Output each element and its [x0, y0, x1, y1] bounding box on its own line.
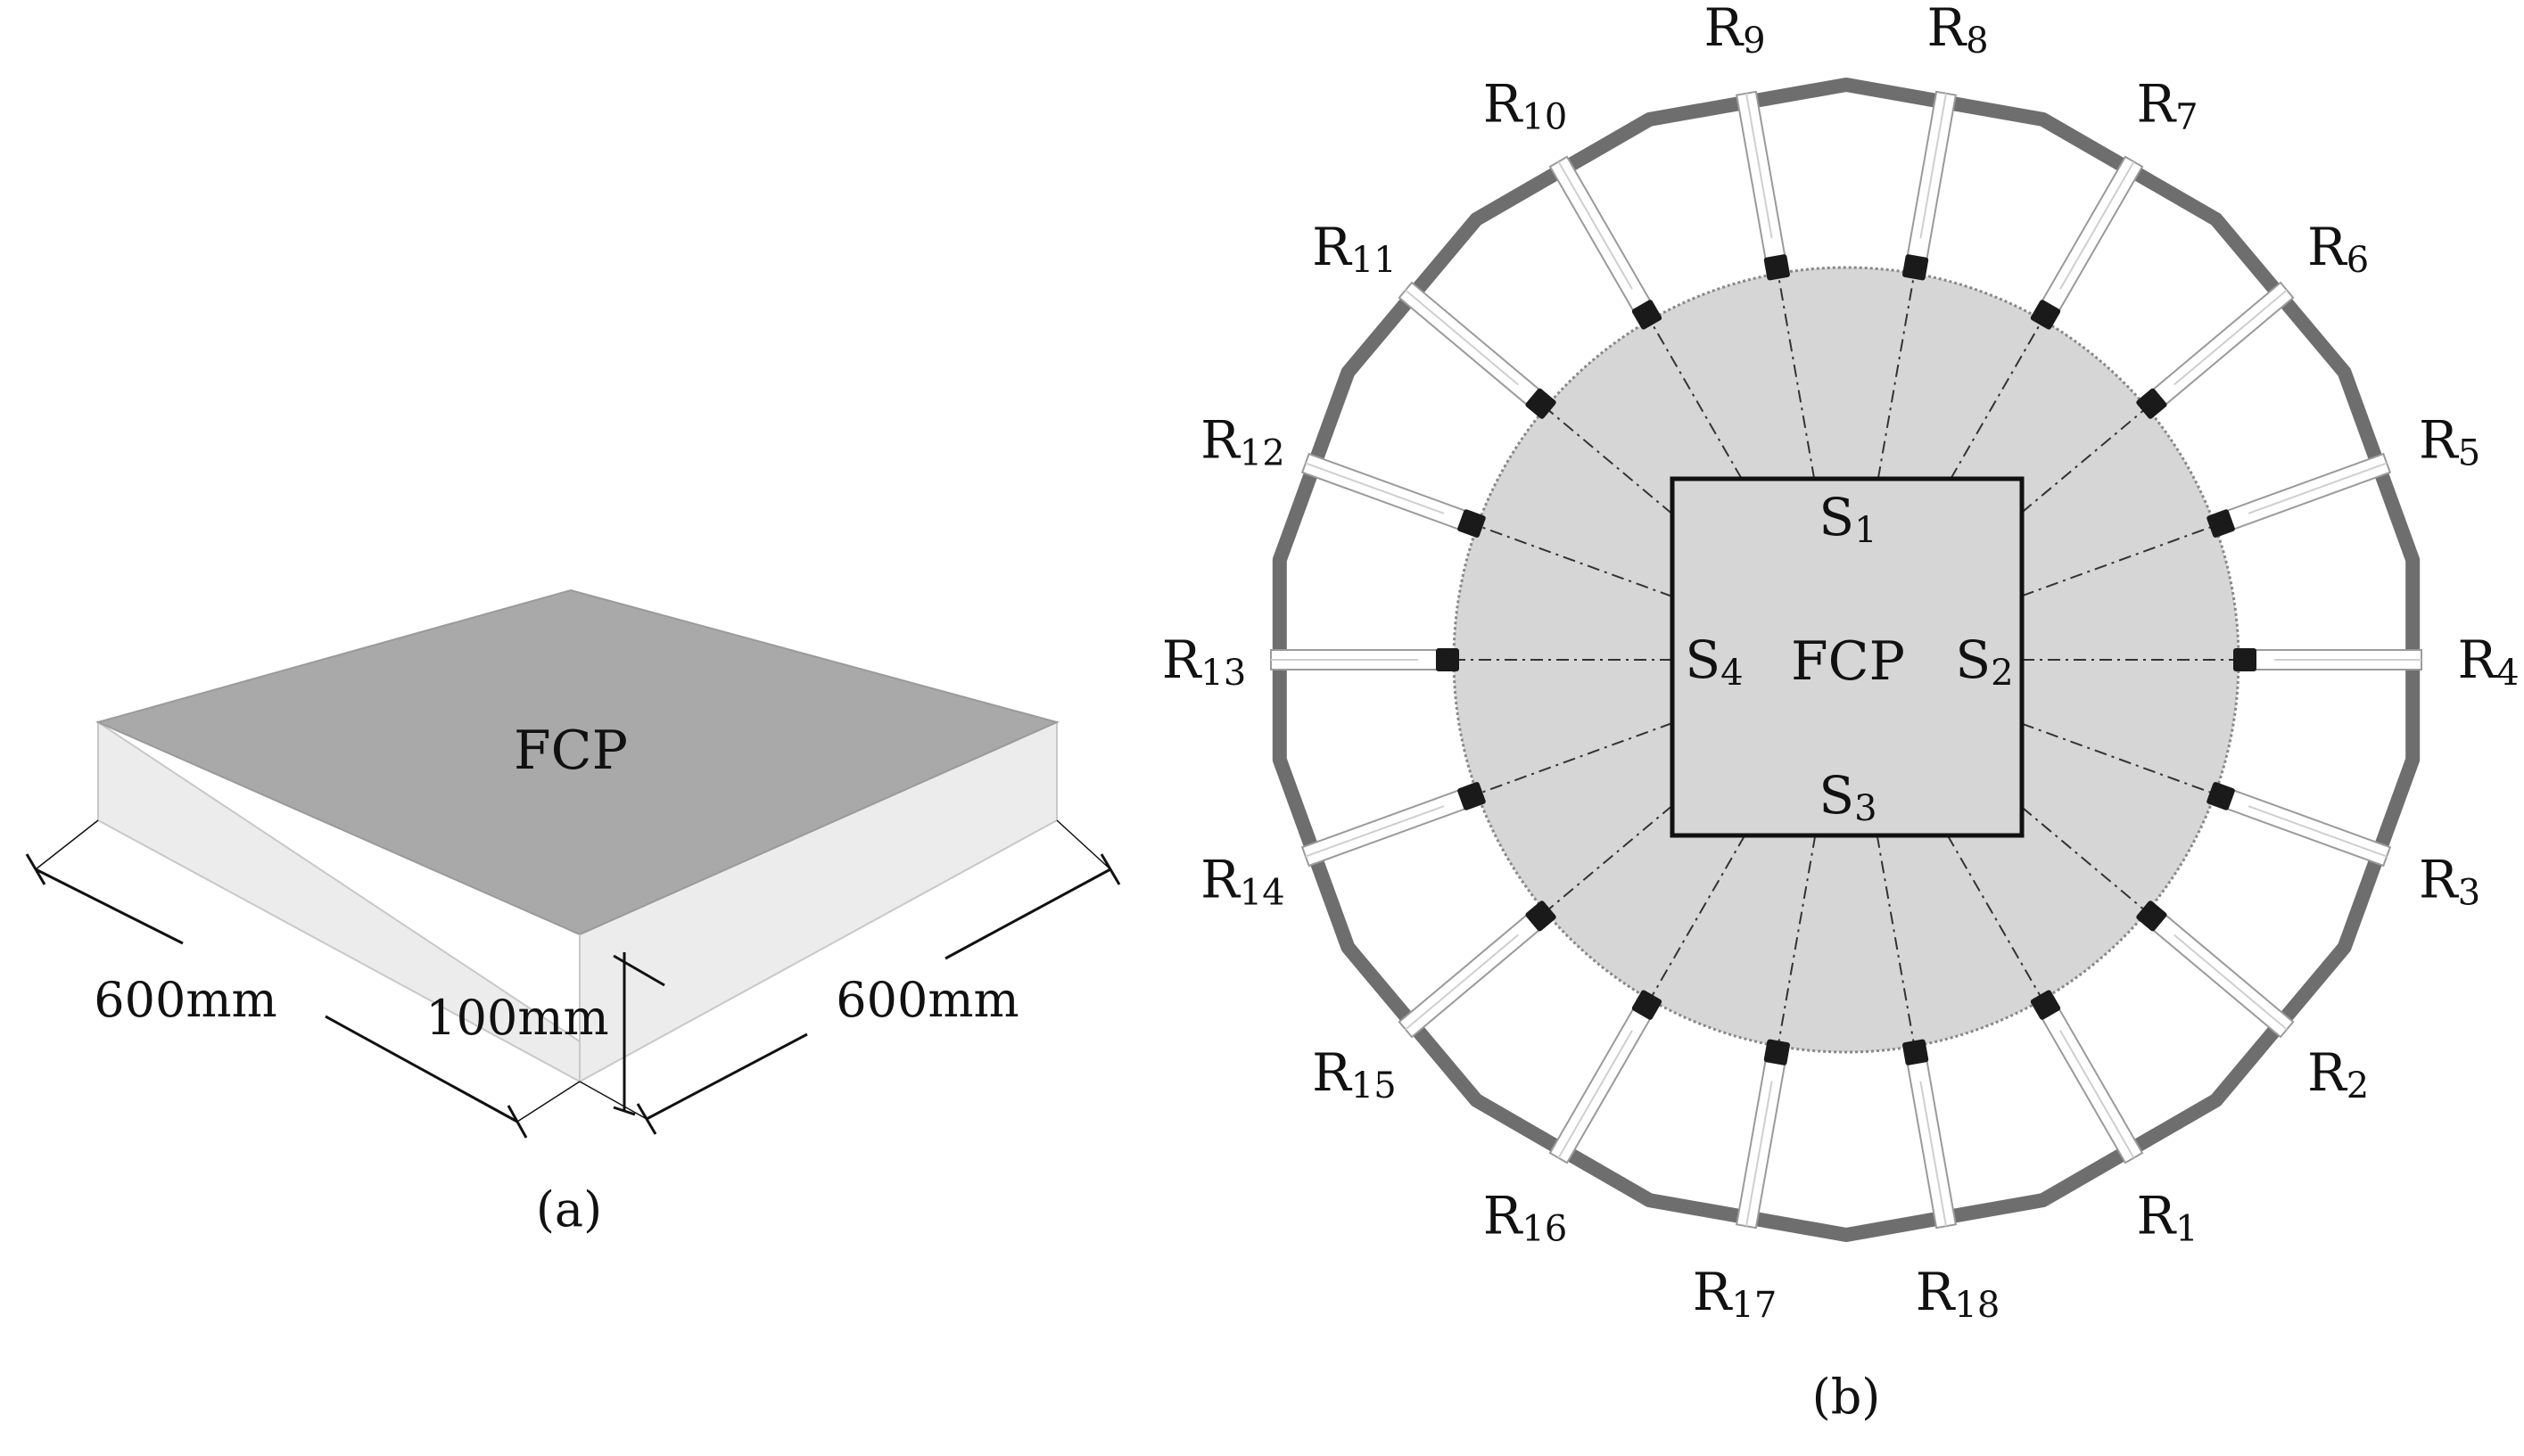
- sensor-icon: [2030, 990, 2061, 1020]
- caption-b: (b): [1812, 1369, 1881, 1425]
- receiver-label-7: R7: [2136, 74, 2198, 138]
- ray-path-2: [2021, 806, 2148, 913]
- receiver-label-2: R2: [2307, 1042, 2369, 1106]
- ray-path-15: [1545, 804, 1673, 913]
- receiver-arm-16: [1548, 990, 1662, 1164]
- sensor-icon: [2136, 901, 2167, 932]
- caption-a: (a): [536, 1181, 602, 1238]
- dimension-left: [25, 819, 581, 1139]
- ray-path-9: [1777, 273, 1816, 480]
- source-label-3: S3: [1819, 765, 1877, 829]
- receiver-label-16: R16: [1483, 1186, 1568, 1250]
- receiver-label-3: R3: [2419, 849, 2480, 913]
- receiver-arm-2: [2136, 901, 2295, 1039]
- ray-path-8: [1877, 273, 1916, 480]
- source-label-4: S4: [1685, 629, 1743, 694]
- source-label-1: S1: [1819, 487, 1877, 551]
- receiver-arm-14: [1300, 782, 1486, 868]
- receiver-arm-17: [1736, 1039, 1790, 1230]
- receiver-label-10: R10: [1483, 74, 1568, 138]
- sensor-icon: [2206, 509, 2235, 538]
- receiver-label-14: R14: [1200, 849, 1285, 913]
- receiver-label-18: R18: [1916, 1262, 2000, 1326]
- receiver-arms: [1270, 90, 2422, 1230]
- receiver-label-6: R6: [2307, 217, 2369, 281]
- source-label-2: S2: [1955, 629, 2013, 694]
- sensor-icon: [1763, 1039, 1790, 1065]
- receiver-arm-11: [1398, 281, 1556, 419]
- sensor-icon: [1902, 254, 1929, 281]
- panel-b: R1 R2 R3 R4 R5 R6 R7 R8 R9R10R11R12R13R14R15R16R…: [1162, 0, 2520, 1425]
- receiver-arm-13: [1270, 648, 1459, 671]
- outer-frame-ring: [1272, 78, 2421, 1242]
- ray-paths: [1454, 273, 2239, 1047]
- receiver-arm-9: [1736, 90, 1790, 281]
- sensor-icon: [1436, 648, 1459, 671]
- dimension-right: [579, 819, 1121, 1135]
- sensor-icon: [2233, 648, 2256, 671]
- receiver-arm-12: [1300, 452, 1486, 538]
- receiver-arm-18: [1902, 1039, 1957, 1230]
- sensor-icon: [2136, 388, 2167, 419]
- ray-path-5: [2021, 524, 2215, 597]
- receiver-label-13: R13: [1162, 629, 1247, 694]
- receiver-arm-7: [2030, 155, 2144, 330]
- ray-path-6: [2021, 407, 2148, 514]
- sensor-icon: [1525, 901, 1556, 932]
- sensor-icon: [1902, 1039, 1929, 1065]
- receiver-arm-4: [2233, 648, 2422, 671]
- receiver-arm-6: [2136, 281, 2295, 419]
- ray-path-3: [2021, 722, 2215, 795]
- center-label: FCP: [1791, 630, 1905, 693]
- sensor-icon: [1525, 388, 1556, 419]
- ray-path-18: [1876, 835, 1916, 1047]
- block-top-face: [95, 588, 1060, 936]
- dim-width-label: 600mm: [836, 972, 1019, 1028]
- sensor-icon: [1631, 990, 1662, 1020]
- receiver-arm-8: [1902, 90, 1957, 281]
- receiver-label-15: R15: [1312, 1042, 1397, 1106]
- receiver-arm-1: [2030, 990, 2144, 1164]
- fcp-square: [1670, 476, 2025, 838]
- receiver-arm-5: [2206, 452, 2392, 538]
- receiver-label-1: R1: [2136, 1186, 2198, 1250]
- receiver-label-9: R9: [1703, 0, 1765, 62]
- receiver-label-11: R11: [1312, 217, 1397, 281]
- receiver-arm-10: [1548, 155, 1662, 330]
- sensor-icon: [2206, 782, 2235, 810]
- ray-path-16: [1649, 835, 1746, 1000]
- sensor-icon: [1763, 254, 1790, 281]
- receiver-label-8: R8: [1926, 0, 1988, 62]
- sensor-icon: [1457, 782, 1486, 810]
- dim-height-label: 100mm: [425, 990, 608, 1046]
- sensor-icon: [1631, 300, 1662, 330]
- ray-path-12: [1477, 524, 1673, 597]
- block-label: FCP: [514, 720, 628, 782]
- sensor-icon: [2030, 300, 2061, 330]
- receiver-label-4: R4: [2457, 629, 2519, 694]
- ray-path-14: [1477, 722, 1673, 795]
- ray-path-7: [1950, 319, 2043, 480]
- ray-path-11: [1545, 407, 1673, 515]
- receiver-arm-15: [1398, 901, 1556, 1039]
- ray-path-10: [1649, 319, 1743, 480]
- receiver-label-5: R5: [2419, 410, 2480, 474]
- receiver-label-12: R12: [1200, 410, 1285, 474]
- ray-path-17: [1777, 835, 1817, 1047]
- dimension-height: [613, 952, 665, 1116]
- receiver-labels: R1 R2 R3 R4 R5 R6 R7 R8 R9R10R11R12R13R14R15R16R…: [1162, 0, 2520, 1326]
- ray-path-1: [1946, 835, 2043, 1000]
- receiver-label-17: R17: [1693, 1262, 1778, 1326]
- dim-length-label: 600mm: [94, 972, 276, 1028]
- sensor-icon: [1457, 509, 1486, 538]
- receiver-arm-3: [2206, 782, 2392, 868]
- panel-a: FCP 600mm 100mm 600mm (a): [25, 588, 1121, 1238]
